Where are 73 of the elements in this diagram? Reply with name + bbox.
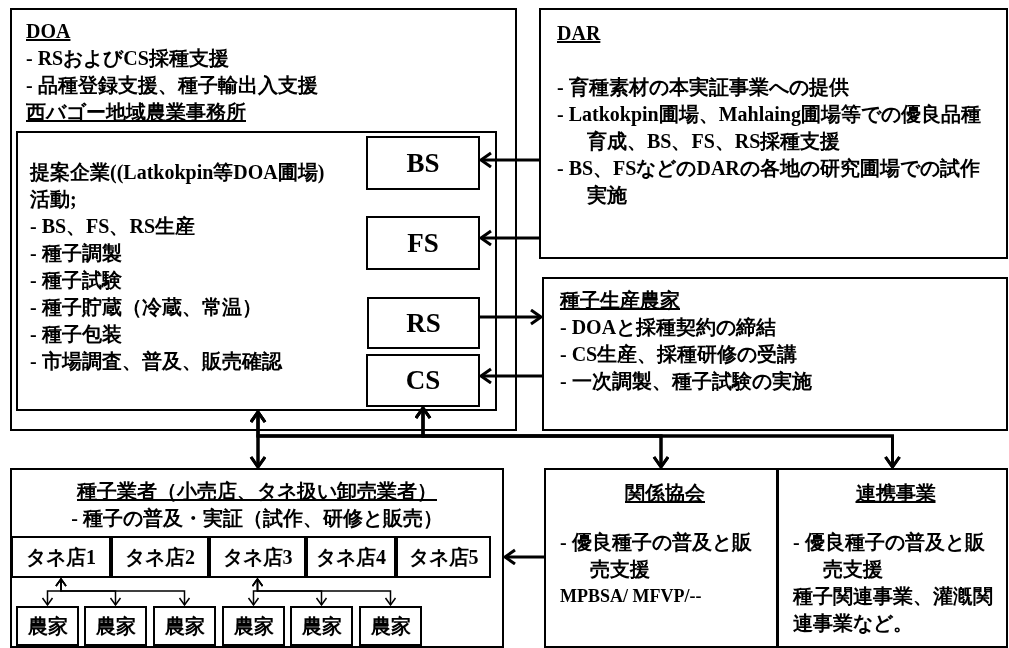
- shop-label: タネ店2: [125, 544, 195, 570]
- heading: 関係協会: [624, 481, 706, 506]
- seed-class-label: BS: [406, 147, 440, 179]
- arrow: [55, 578, 191, 606]
- heading: DOA: [26, 19, 72, 44]
- farmer-label: 農家: [370, 613, 411, 639]
- heading: 西バゴー地域農業事務所: [26, 100, 247, 125]
- company-box: [16, 131, 497, 411]
- bullet-item: - 種子試験: [30, 268, 123, 293]
- body-text: 活動;: [30, 187, 78, 212]
- farmer-box: [84, 606, 147, 646]
- institute-box: [539, 8, 1008, 259]
- dealer-box: [10, 468, 504, 648]
- seed-class-box: [366, 136, 480, 190]
- arrow: [479, 151, 539, 169]
- arrow: [479, 367, 542, 385]
- body-text: 種子関連事業、灌漑関連事業など。: [793, 584, 994, 636]
- seed-class-box: [366, 354, 480, 407]
- farmer-box: [153, 606, 216, 646]
- shop-label: タネ店1: [26, 544, 96, 570]
- arrow: [414, 406, 901, 469]
- shop-box: [209, 536, 306, 578]
- heading: 種子生産農家: [560, 288, 681, 313]
- seed-class-label: RS: [406, 307, 441, 339]
- shop-label: タネ店5: [408, 544, 479, 570]
- body-text: MPBSA/ MFVP/--: [560, 585, 703, 608]
- bullet-item: - BS、FS、RS生産: [30, 214, 197, 239]
- farmer-label: 農家: [164, 613, 205, 639]
- heading: 連携事業: [854, 481, 937, 506]
- grower-box: [542, 277, 1008, 431]
- project-box: [777, 468, 1008, 648]
- arrow: [480, 308, 543, 326]
- bullet-item: - RSおよびCS採種支援: [26, 46, 230, 71]
- office-box: [10, 8, 517, 431]
- subheading: - 種子の普及・実証（試作、研修と販売）: [70, 506, 444, 531]
- seed-class-label: FS: [407, 227, 439, 259]
- bullet-item: - 優良種子の普及と販売支援: [560, 530, 753, 582]
- farmer-label: 農家: [27, 613, 68, 639]
- body-text: 提案企業((Latkokpin等DOA圃場): [30, 160, 326, 186]
- association-box: [544, 468, 778, 648]
- arrow: [251, 578, 397, 606]
- bullet-item: - BS、FSなどのDARの各地の研究圃場での試作実施: [557, 156, 981, 208]
- farmer-box: [222, 606, 285, 646]
- farmer-box: [359, 606, 422, 646]
- bullet-item: - 種子貯蔵（冷蔵、常温）: [30, 295, 263, 320]
- bullet-item: - 種子包装: [30, 322, 123, 347]
- farmer-label: 農家: [301, 613, 342, 639]
- bullet-item: - Latkokpin圃場、Mahlaing圃場等での優良品種育成、BS、FS、RS採種支援: [557, 102, 982, 154]
- shop-box: [306, 536, 396, 578]
- shop-box: [396, 536, 491, 578]
- bullet-item: - 品種登録支援、種子輸出入支援: [26, 73, 319, 98]
- shop-box: [11, 536, 111, 578]
- bullet-item: - 種子調製: [30, 241, 123, 266]
- heading: 種子業者（小売店、タネ扱い卸売業者）: [75, 479, 438, 504]
- bullet-item: - 優良種子の普及と販売支援: [793, 530, 986, 582]
- seed-class-box: [367, 297, 480, 349]
- shop-label: タネ店4: [316, 544, 386, 570]
- arrow: [503, 548, 544, 566]
- farmer-box: [16, 606, 79, 646]
- seed-class-label: CS: [405, 365, 441, 396]
- farmer-label: 農家: [233, 613, 274, 639]
- heading: DAR: [557, 21, 602, 46]
- arrow: [479, 229, 539, 247]
- farmer-box: [290, 606, 353, 646]
- farmer-label: 農家: [95, 613, 136, 639]
- bullet-item: - CS生産、採種研修の受講: [560, 342, 799, 367]
- seed-class-box: [366, 216, 480, 270]
- shop-box: [111, 536, 209, 578]
- bullet-item: - DOAと採種契約の締結: [560, 315, 778, 340]
- bullet-item: - 一次調製、種子試験の実施: [560, 369, 813, 394]
- bullet-item: - 市場調査、普及、販売確認: [30, 349, 284, 374]
- shop-label: タネ店3: [222, 544, 293, 570]
- bullet-item: - 育種素材の本実証事業への提供: [557, 75, 850, 100]
